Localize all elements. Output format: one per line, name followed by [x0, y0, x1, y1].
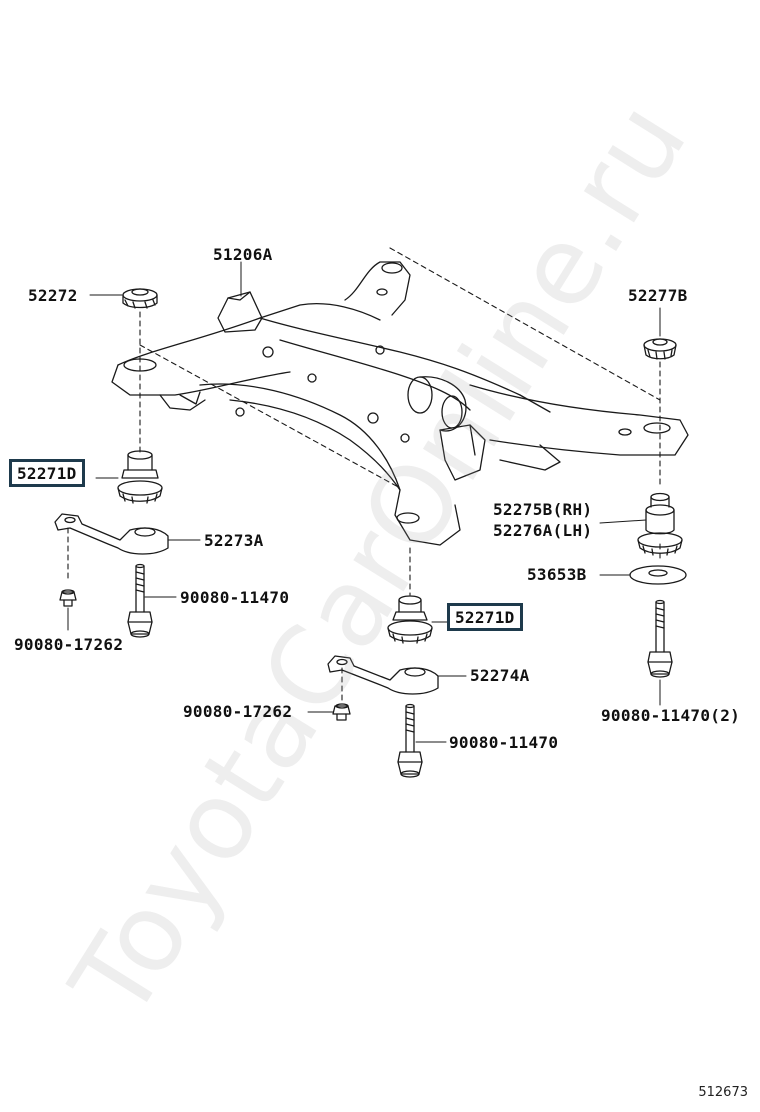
label-52274a: 52274A	[470, 666, 530, 685]
label-nut-center: 90080-17262	[183, 702, 293, 721]
label-51206a: 51206A	[213, 245, 273, 264]
label-bolt-left: 90080-11470	[180, 588, 290, 607]
bracket-52273a	[54, 513, 169, 555]
bolt-90080-11470-left	[127, 563, 153, 638]
label-53653b: 53653B	[527, 565, 587, 584]
dashed-guides	[67, 247, 661, 703]
label-52276a-lh: 52276A(LH)	[493, 521, 593, 540]
leader-lines	[67, 261, 661, 743]
nut-90080-17262-center	[332, 703, 351, 721]
washer-53653b	[629, 565, 687, 585]
bolt-90080-11470-right	[647, 599, 673, 678]
stopper-52272	[122, 288, 158, 309]
stopper-52277b	[643, 338, 677, 360]
nut-90080-17262-left	[59, 589, 77, 607]
label-52271d-left: 52271D	[9, 459, 85, 487]
label-bolt-right: 90080-11470(2)	[601, 706, 741, 725]
subframe-crossmember	[111, 261, 689, 546]
cushion-52275b-right	[637, 492, 683, 556]
figure-number: 512673	[698, 1085, 748, 1100]
label-52273a: 52273A	[204, 531, 264, 550]
label-nut-left: 90080-17262	[14, 635, 124, 654]
bolt-90080-11470-center	[397, 703, 423, 778]
cushion-52271d-left	[117, 450, 163, 504]
cushion-52271d-center	[387, 595, 433, 644]
label-52272: 52272	[28, 286, 78, 305]
label-52275b-rh: 52275B(RH)	[493, 500, 593, 519]
label-52271d-center: 52271D	[447, 603, 523, 631]
label-52277b: 52277B	[628, 286, 688, 305]
label-bolt-center: 90080-11470	[449, 733, 559, 752]
